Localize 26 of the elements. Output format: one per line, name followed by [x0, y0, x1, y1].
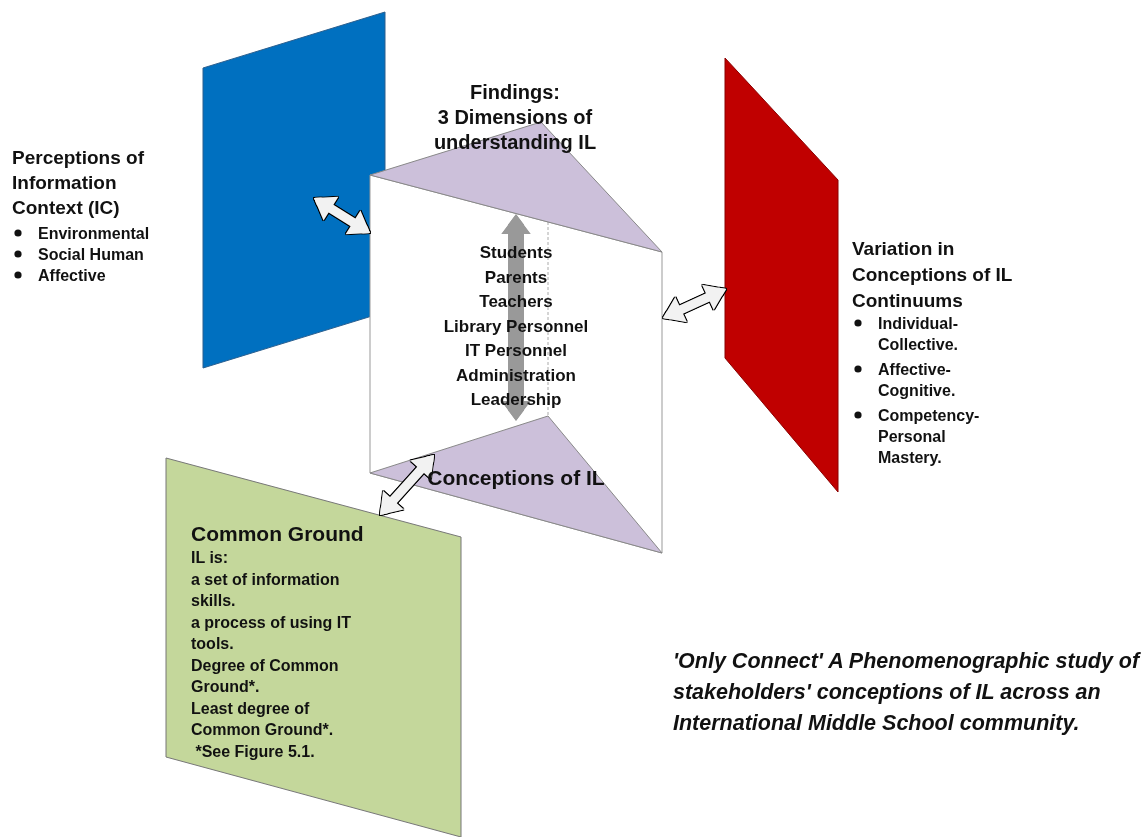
body-text: *See Figure 5.1. [194, 741, 316, 762]
body-text: IL is: [191, 548, 230, 568]
body-text: a process of using IT tools. [191, 612, 353, 654]
stakeholder-text: Parents [483, 266, 549, 289]
heading-text: 3 Dimensions of understanding IL [432, 105, 598, 155]
bullet-text: Affective [38, 266, 107, 286]
heading-text: Findings: [469, 80, 561, 105]
bullet-text: Individual-Collective. [878, 314, 960, 355]
stakeholder-text: IT Personnel [464, 340, 568, 362]
body-text: a set of information skills. [191, 569, 341, 611]
panel-heading: Perceptions of Information Context (IC) [12, 146, 145, 220]
bullet-text: Social Human [38, 245, 145, 265]
stakeholder-text: Leadership [469, 389, 563, 411]
stakeholder-text: Teachers [478, 291, 554, 313]
stakeholder-text: Library Personnel [442, 315, 590, 338]
bullet-text: Competency-Personal Mastery. [878, 406, 981, 468]
caption-text: 'Only Connect' A Phenomenographic study of stakeholders' conceptions of IL across an International Middle School community. [673, 648, 1141, 737]
panel-heading: Common Ground [191, 521, 365, 547]
bullet-text: Environmental [38, 224, 151, 244]
panel-heading: Variation in Conceptions of IL Continuums [852, 237, 1014, 313]
body-text: Least degree of Common Ground*. [191, 698, 335, 740]
bullet-text: Affective-Cognitive. [878, 360, 957, 401]
body-text: Degree of Common Ground*. [191, 655, 340, 697]
heading-text: Conceptions of IL [426, 465, 606, 491]
stakeholder-text: Students [478, 242, 554, 264]
stakeholder-text: Administration [455, 364, 577, 387]
